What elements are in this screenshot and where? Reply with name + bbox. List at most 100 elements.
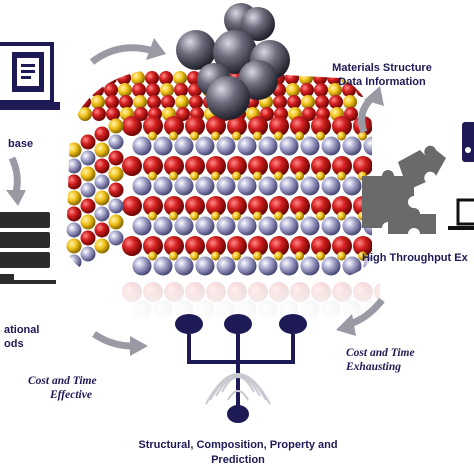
cost-exhausting-label: Cost and Time Exhausting bbox=[346, 346, 415, 374]
side-atom bbox=[108, 214, 124, 230]
surface-atom bbox=[91, 95, 105, 109]
lattice-atom bbox=[211, 251, 220, 261]
surface-atom bbox=[92, 107, 106, 121]
surface-atom bbox=[299, 71, 313, 85]
arrow-throughput-to-tree bbox=[336, 297, 385, 336]
lattice-atom bbox=[300, 176, 320, 196]
lattice-atom bbox=[332, 236, 352, 256]
lattice-atom bbox=[295, 131, 304, 141]
lattice-atom bbox=[295, 251, 304, 261]
lattice-atom bbox=[174, 176, 194, 196]
lattice-atom bbox=[421, 132, 430, 141]
lattice-atom bbox=[316, 251, 325, 261]
surface-atom bbox=[314, 83, 328, 97]
materials-structure-line1: Materials Structure bbox=[332, 62, 432, 74]
document-icon bbox=[0, 42, 60, 110]
lattice-atom bbox=[190, 171, 199, 181]
side-atom bbox=[108, 118, 124, 134]
side-atom bbox=[94, 222, 110, 238]
lattice-atom bbox=[279, 176, 299, 196]
lattice-atom bbox=[190, 211, 199, 221]
lattice-atom bbox=[185, 116, 205, 136]
lattice-atom bbox=[290, 156, 310, 176]
lattice-atom bbox=[274, 171, 283, 181]
side-atom bbox=[66, 190, 82, 206]
surface-atom bbox=[285, 71, 299, 85]
lattice-atom bbox=[211, 211, 220, 221]
adsorbed-cluster bbox=[176, 3, 290, 120]
lattice-atom bbox=[122, 196, 142, 216]
reflected-atom bbox=[395, 282, 415, 302]
lattice-atom bbox=[174, 216, 194, 236]
lattice-atom bbox=[379, 132, 388, 141]
lattice-atom bbox=[311, 156, 331, 176]
surface-atom bbox=[78, 107, 92, 121]
lattice-atom bbox=[269, 196, 289, 216]
lattice-atom bbox=[337, 251, 346, 261]
cost-effective-label: Cost and Time Effective bbox=[28, 374, 97, 402]
lattice-atom bbox=[316, 211, 325, 221]
side-atom bbox=[80, 214, 96, 230]
reflection-fade bbox=[60, 282, 380, 322]
surface-atom bbox=[146, 83, 160, 97]
side-atom bbox=[66, 254, 82, 270]
lattice-atom bbox=[153, 216, 173, 236]
lattice-atom bbox=[337, 131, 346, 141]
side-atom bbox=[94, 126, 110, 142]
lattice-atom bbox=[153, 256, 173, 276]
lattice-atom bbox=[195, 176, 215, 196]
arrow-computational-to-tree bbox=[92, 331, 148, 356]
surface-atom bbox=[161, 95, 175, 109]
lattice-atom bbox=[342, 216, 362, 236]
lattice-atom bbox=[148, 211, 157, 221]
side-atom bbox=[66, 142, 82, 158]
lattice-atom bbox=[269, 236, 289, 256]
surface-atom bbox=[189, 95, 203, 109]
lattice-atom bbox=[164, 156, 184, 176]
side-atom bbox=[66, 174, 82, 190]
surface-atom bbox=[118, 83, 132, 97]
cost-exhausting-line2: Exhausting bbox=[346, 361, 401, 373]
surface-atom bbox=[175, 95, 189, 109]
side-atom bbox=[108, 198, 124, 214]
surface-atom bbox=[89, 71, 103, 85]
arrow-document-to-server bbox=[6, 156, 26, 206]
lattice-atom bbox=[316, 171, 325, 181]
lattice-atom bbox=[358, 251, 367, 261]
lattice-atom bbox=[279, 136, 299, 156]
lattice-atom bbox=[148, 171, 157, 181]
lattice-atom bbox=[253, 171, 262, 181]
surface-atom bbox=[174, 83, 188, 97]
lattice-atom bbox=[206, 196, 226, 216]
fingerprint-icon bbox=[205, 373, 271, 405]
lattice-atom bbox=[358, 131, 367, 141]
side-atom bbox=[66, 222, 82, 238]
lattice-atom bbox=[253, 131, 262, 141]
lattice-atom bbox=[269, 116, 289, 136]
lattice-atom bbox=[143, 196, 163, 216]
computational-line2: ods bbox=[4, 338, 24, 350]
surface-atom bbox=[147, 95, 161, 109]
surface-atom bbox=[103, 71, 117, 85]
lattice-atom bbox=[206, 116, 226, 136]
side-atom bbox=[80, 150, 96, 166]
lattice-atom bbox=[153, 176, 173, 196]
lattice-atom bbox=[132, 176, 152, 196]
lattice-atom bbox=[400, 132, 409, 141]
lattice-atom bbox=[216, 176, 236, 196]
surface-atom bbox=[300, 83, 314, 97]
lattice-atom bbox=[190, 251, 199, 261]
lattice-atom bbox=[279, 216, 299, 236]
high-throughput-label: High Throughput Ex bbox=[362, 252, 468, 264]
prediction-line1: Structural, Composition, Property and bbox=[138, 439, 338, 451]
lattice-atom bbox=[195, 216, 215, 236]
surface-atom bbox=[131, 71, 145, 85]
lattice-atom bbox=[274, 211, 283, 221]
side-atom bbox=[80, 198, 96, 214]
lattice-atom bbox=[122, 156, 142, 176]
lattice-atom bbox=[143, 116, 163, 136]
lattice-atom bbox=[169, 171, 178, 181]
side-atom bbox=[66, 238, 82, 254]
arrow-database-to-crystal bbox=[89, 38, 166, 65]
